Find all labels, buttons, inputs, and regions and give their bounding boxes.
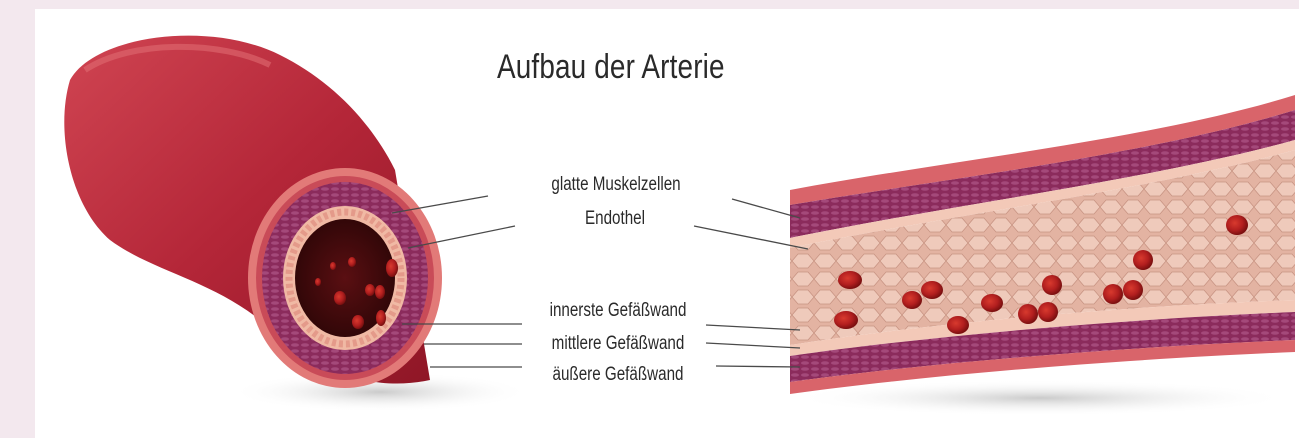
label-endothel: Endothel (555, 208, 675, 230)
artery-longitudinal-section (790, 95, 1295, 394)
artery-cross-section (248, 168, 442, 388)
label-innermost-wall: innerste Gefäßwand (538, 300, 698, 322)
diagram-title: Aufbau der Arterie (497, 48, 725, 87)
label-smooth-muscle-cells: glatte Muskelzellen (536, 174, 696, 196)
right-shadow (790, 380, 1290, 416)
label-outer-wall: äußere Gefäßwand (538, 364, 698, 386)
label-middle-wall: mittlere Gefäßwand (538, 333, 698, 355)
